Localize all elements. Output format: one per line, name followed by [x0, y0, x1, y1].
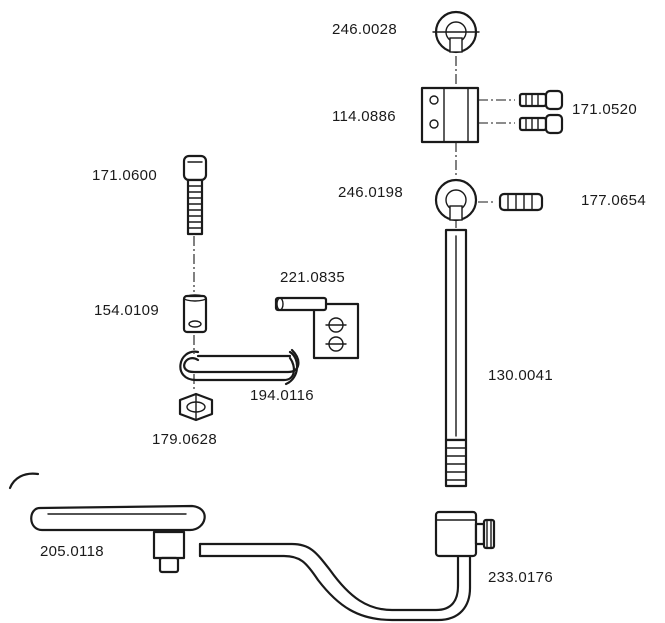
- hook-rod-part: [179, 348, 300, 386]
- label-rod: 130.0041: [488, 367, 553, 384]
- grub-screw-part: [498, 192, 544, 212]
- handle-part: [30, 504, 206, 574]
- nut-part: [178, 392, 214, 422]
- label-screw-long: 171.0600: [92, 167, 157, 184]
- spacer-part: [182, 294, 208, 334]
- label-hook-rod: 194.0116: [250, 387, 314, 404]
- label-clamp-block: 114.0886: [332, 108, 396, 125]
- label-handle: 205.0118: [40, 543, 104, 560]
- rod-part: [444, 228, 468, 488]
- label-arm-clamp: 233.0176: [488, 569, 553, 586]
- screw-pair-part: [518, 89, 564, 135]
- label-ring-top: 246.0028: [332, 21, 397, 38]
- label-spacer: 154.0109: [94, 302, 159, 319]
- label-nut: 179.0628: [152, 431, 217, 448]
- arm-clamp-part: [198, 510, 496, 622]
- corner-arc: [8, 472, 40, 490]
- label-grub-screw: 177.0654: [581, 192, 646, 209]
- ring-top-part: [432, 10, 480, 54]
- clamp-block-part: [420, 86, 480, 144]
- label-bracket: 221.0835: [280, 269, 345, 286]
- label-ring-mid: 246.0198: [338, 184, 403, 201]
- bracket-part: [274, 296, 360, 360]
- ring-mid-part: [434, 178, 478, 222]
- screw-long-part: [182, 154, 208, 236]
- label-screw-pair: 171.0520: [572, 101, 637, 118]
